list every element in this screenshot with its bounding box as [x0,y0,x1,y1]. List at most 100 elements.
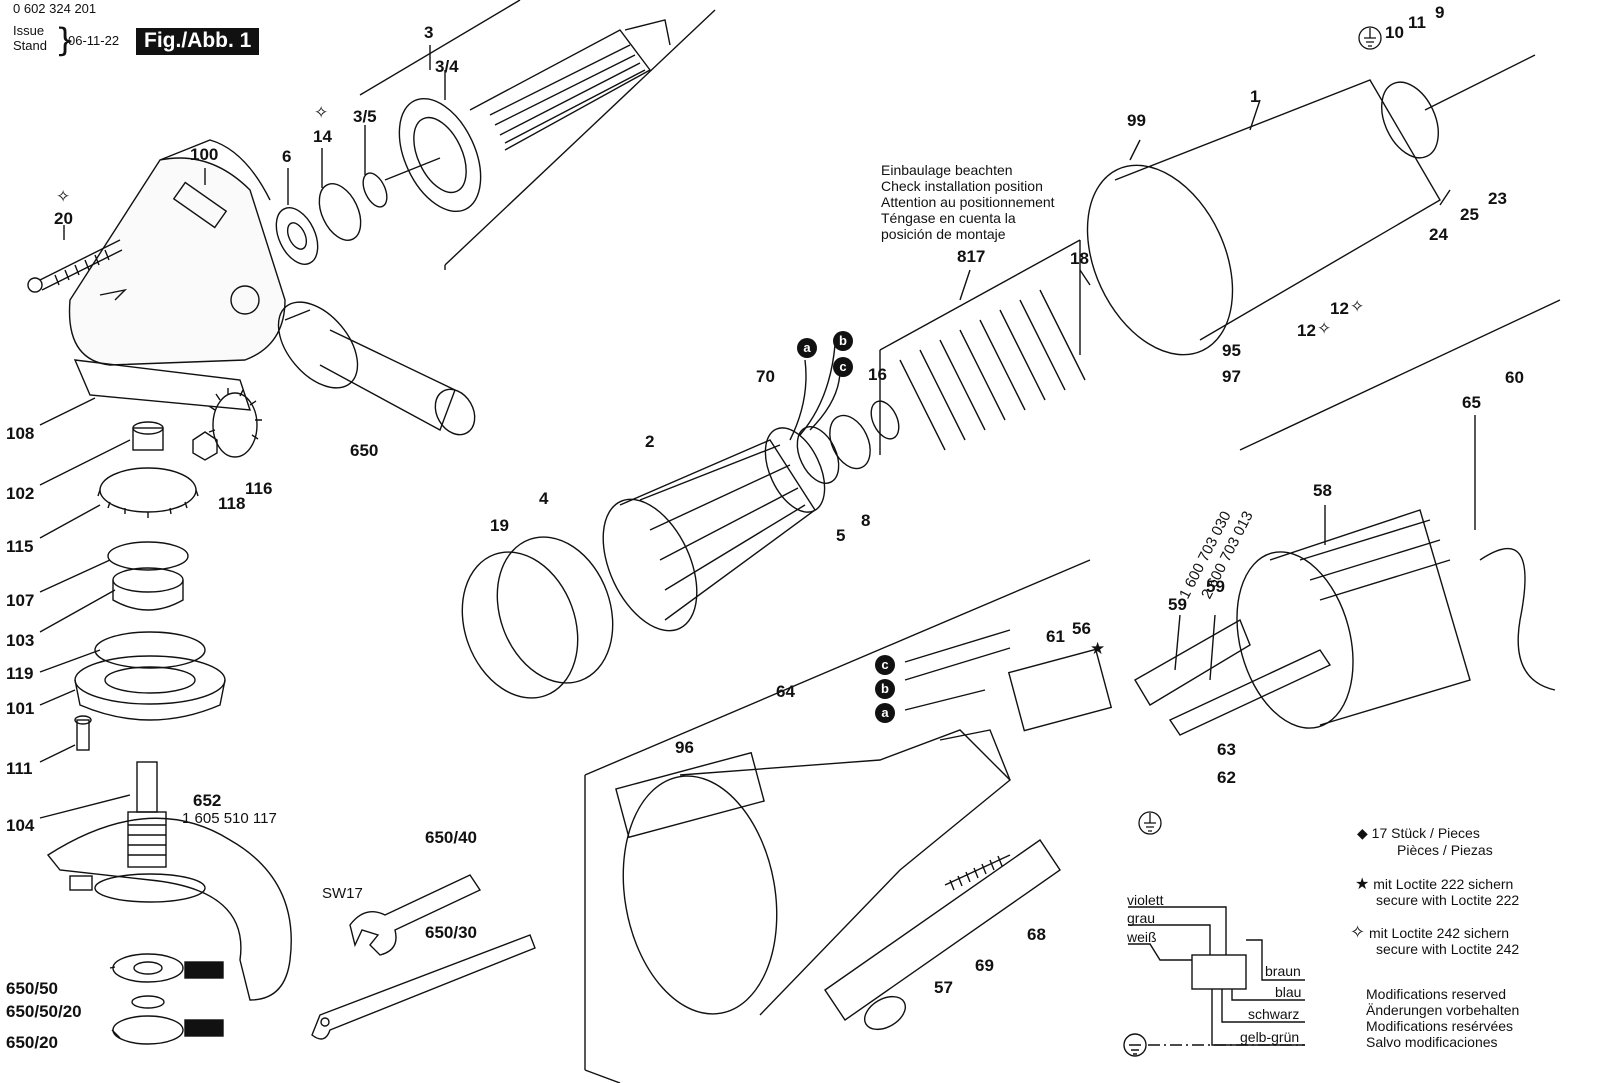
label-5: 5 [836,526,846,545]
star-icon: ★ [1355,874,1370,893]
legend-diamond: ◆ 17 Stück / Pieces [1357,825,1480,842]
label-20: 20 [54,209,73,228]
label-2: 2 [645,432,655,451]
label-6: 6 [282,147,292,166]
label-650-20: 650/20 [6,1033,58,1052]
wire-marker-a-top: a [797,338,817,358]
housing-64 [622,729,1012,1016]
wiring-schematic [1123,906,1305,1057]
label-650: 650 [350,441,379,460]
stand-label: Stand [13,38,47,53]
part-number: 0 602 324 201 [13,1,97,16]
modifications-1: Modifications reserved [1366,986,1507,1002]
motor-housing-1 [1086,79,1441,356]
label-8: 8 [861,511,871,530]
install-note-1: Einbaulage beachten [881,162,1013,178]
label-69: 69 [975,956,994,975]
label-59a: 59 [1168,595,1187,614]
ground-icon [1138,26,1382,835]
label-116: 116 [245,479,273,498]
label-sw17: SW17 [322,885,363,902]
label-108: 108 [6,424,35,443]
label-111: 111 [6,759,33,778]
gear-115 [97,467,199,518]
screw-111 [74,715,92,751]
gear-head-housing [68,139,286,411]
issue-date: 06-11-22 [68,33,120,48]
label-3-4: 3/4 [435,57,459,76]
wire-marker-b-top: b [833,331,853,351]
label-3: 3 [424,23,434,42]
spindle-104 [127,761,167,868]
spanner-650-40 [349,874,482,956]
issue-label: Issue [13,23,45,38]
open-star-icon: ✧ [56,187,71,207]
label-24: 24 [1429,225,1448,244]
ring-5 [796,426,840,484]
label-650-50-20: 650/50/20 [6,1002,82,1021]
legend-diamond-line2: Pièces / Piezas [1397,842,1493,858]
label-12b: 12 [1297,321,1316,340]
install-note-5: posición de montaje [881,226,1006,242]
label-63: 63 [1217,740,1236,759]
label-650-40: 650/40 [425,828,477,847]
label-118: 118 [218,494,246,513]
wire-marker-c: c [875,655,895,675]
label-10: 10 [1385,23,1404,42]
brace-symbol: } [55,21,76,59]
label-652: 652 [193,791,222,810]
housing-58 [1236,509,1471,729]
label-11: 11 [1408,13,1426,32]
label-56: 56 [1072,619,1091,638]
label-19: 19 [490,516,509,535]
label-96: 96 [675,738,694,757]
wire-braun: braun [1265,963,1301,979]
label-650-50: 650/50 [6,979,58,998]
diamond-icon: ◆ [1357,826,1368,842]
install-note-3: Attention au positionnement [881,194,1055,210]
install-note-2: Check installation position [881,178,1043,194]
circlip-19 [461,551,579,699]
label-64: 64 [776,682,795,701]
label-14: 14 [313,127,332,146]
modifications-2: Änderungen vorbehalten [1366,1002,1520,1018]
figure-label: Fig./Abb. 1 [136,28,260,55]
armature-2 [602,427,826,632]
label-99: 99 [1127,111,1146,130]
label-652-number: 1 605 510 117 [182,810,277,827]
label-100: 100 [190,145,219,164]
label-102: 102 [6,484,35,503]
label-25: 25 [1460,205,1479,224]
label-107: 107 [6,591,35,610]
label-59b: 59 [1206,577,1225,596]
needle-bearing-102 [132,421,164,451]
label-60: 60 [1505,368,1524,387]
install-note-4: Téngase en cuenta la [881,210,1016,226]
bearing-103 [112,567,184,611]
legend-open-star-line2: secure with Loctite 242 [1376,941,1520,957]
label-1: 1 [1250,87,1260,106]
label-104: 104 [6,816,35,835]
wire-blau: blau [1275,984,1302,1000]
spanner-650-30 [311,934,536,1040]
screw-20 [27,239,123,293]
wire-marker-a: a [875,703,895,723]
open-star-icon: ✧ [1317,319,1332,339]
modifications-3: Modifications resérvées [1366,1018,1514,1034]
armature-3 [384,19,671,213]
wire-schwarz: schwarz [1248,1006,1300,1022]
label-115: 115 [6,537,34,556]
circlip-107 [107,541,189,571]
label-95: 95 [1222,341,1241,360]
wire-weiss: weiß [1127,929,1157,945]
wire-marker-b: b [875,679,895,699]
field-817 [879,239,1086,455]
label-119: 119 [6,664,34,683]
switch-56 [1007,648,1113,732]
label-18: 18 [1070,249,1089,268]
open-star-icon: ✧ [1350,922,1366,943]
guard-652 [46,817,292,1001]
open-star-icon: ✧ [1350,297,1365,317]
ring-650-50-20 [131,995,165,1009]
